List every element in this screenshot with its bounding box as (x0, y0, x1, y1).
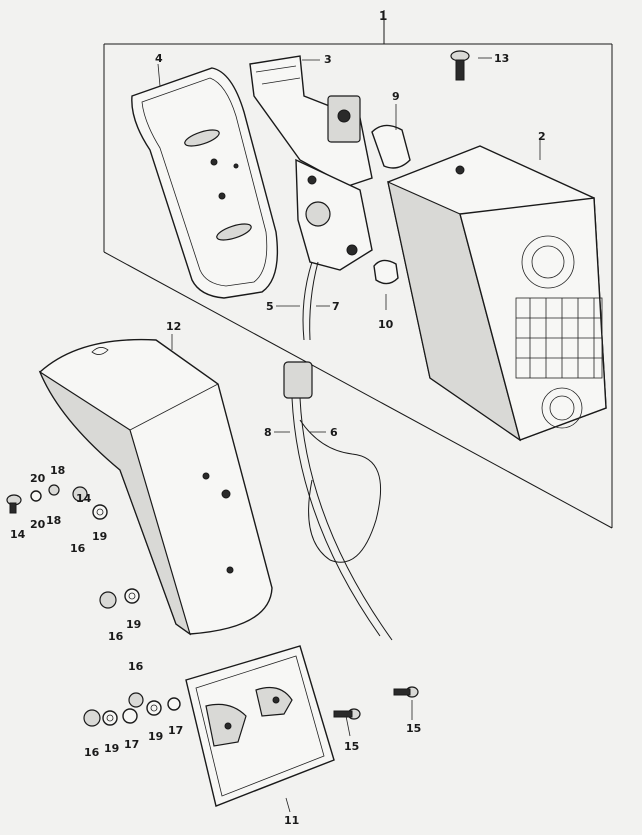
hardware-cluster-left (6, 484, 140, 609)
screw-13 (450, 50, 470, 81)
callout-19-c: 19 (104, 742, 119, 755)
callout-13: 13 (494, 52, 509, 65)
callout-16-a: 16 (70, 542, 86, 555)
callout-17-b: 17 (168, 724, 183, 737)
callout-18-bottom: 18 (46, 514, 61, 527)
callout-11: 11 (284, 814, 299, 827)
wiring-harness (283, 261, 393, 641)
callout-16-c: 16 (128, 660, 144, 673)
callout-19-a: 19 (92, 530, 107, 543)
callout-2: 2 (538, 130, 546, 143)
callout-18-top: 18 (50, 464, 65, 477)
callout-14-right: 14 (76, 492, 92, 505)
callout-9: 9 (392, 90, 400, 103)
bulb-socket-9 (327, 95, 411, 169)
callout-16-d: 16 (84, 746, 100, 759)
callout-20-bottom: 20 (30, 518, 46, 531)
callout-10: 10 (378, 318, 394, 331)
callout-16-b: 16 (108, 630, 124, 643)
callout-6: 6 (330, 426, 338, 439)
callout-labels: 1 2 3 4 5 7 9 10 13 12 8 6 20 18 14 14 2… (10, 9, 546, 827)
tail-lamp-housing-2 (387, 145, 607, 442)
callout-15-b: 15 (406, 722, 421, 735)
callout-17-a: 17 (124, 738, 139, 751)
screws-15 (333, 686, 419, 720)
callout-19-d: 19 (148, 730, 163, 743)
callout-leaders (157, 57, 541, 813)
callout-7: 7 (332, 300, 340, 313)
callout-15-a: 15 (344, 740, 359, 753)
callout-14-left: 14 (10, 528, 26, 541)
plate-bracket-4 (131, 67, 279, 299)
rear-fender-12 (38, 338, 273, 636)
callout-12: 12 (166, 320, 181, 333)
bulb-10 (373, 259, 399, 285)
mounting-stay-3 (249, 55, 373, 271)
callout-19-b: 19 (126, 618, 141, 631)
callout-3: 3 (324, 53, 332, 66)
callout-1: 1 (379, 9, 387, 23)
callout-20-top: 20 (30, 472, 46, 485)
hardware-cluster-bottom (83, 692, 181, 727)
callout-8: 8 (264, 426, 272, 439)
assembly-bracket-lines (103, 10, 613, 529)
callout-5: 5 (266, 300, 274, 313)
license-plate-frame-11 (185, 645, 335, 807)
callout-4: 4 (155, 52, 163, 65)
